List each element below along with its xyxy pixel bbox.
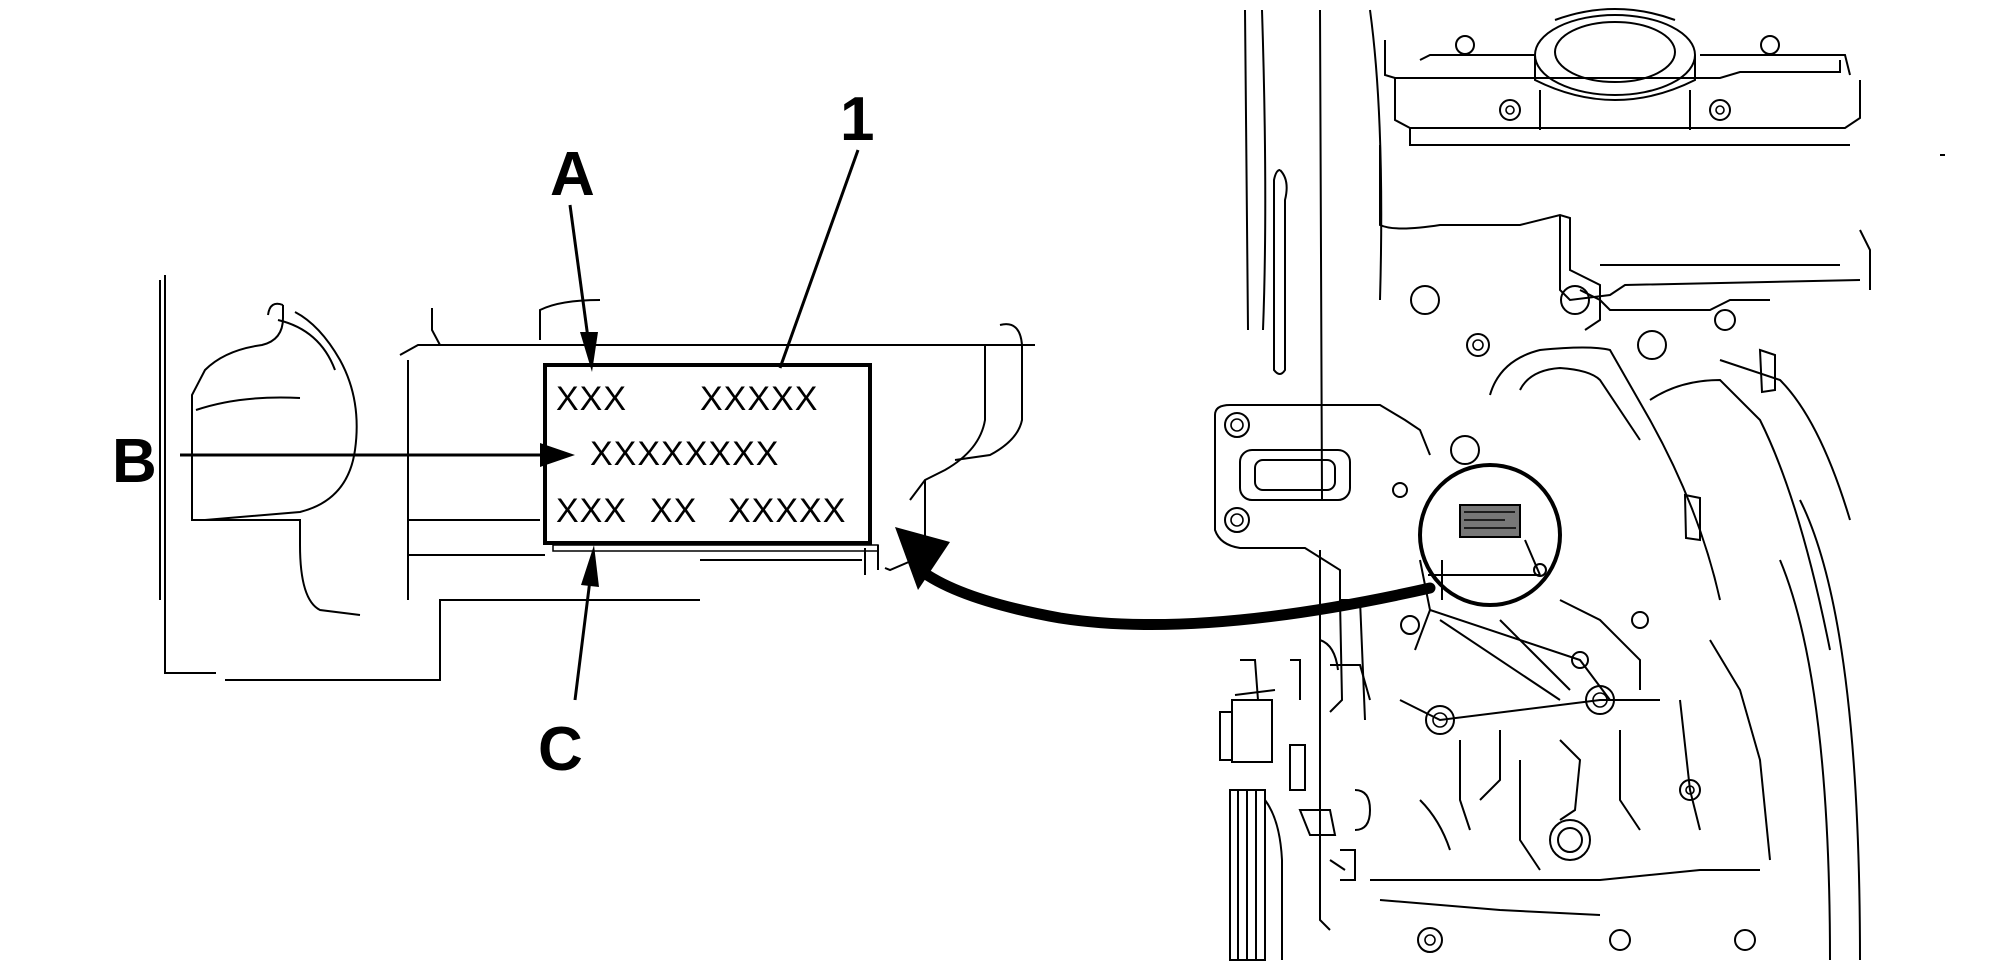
location-arrow — [895, 527, 1436, 631]
callout-b-label: B — [112, 427, 157, 496]
arrowhead-b — [540, 443, 575, 467]
plate-line3-c: XXXXX — [728, 492, 846, 530]
plate-line2: XXXXXXXX — [590, 435, 779, 473]
engine-illustration — [1214, 8, 1945, 961]
callout-1-label: 1 — [840, 85, 874, 154]
identification-plate: XXX XXXXX XXXXXXXX XXX XX XXXXX — [543, 363, 879, 552]
plate-line3-a: XXX — [556, 492, 627, 530]
plate-line1-left: XXX — [556, 380, 627, 418]
callout-a-label: A — [550, 140, 595, 209]
leader-lines — [180, 149, 860, 701]
plate-location-marker — [1459, 504, 1521, 538]
arrowhead-a — [580, 332, 598, 372]
arrowhead-c — [581, 545, 599, 587]
callout-c-label: C — [538, 715, 583, 784]
plate-line1-right: XXXXX — [700, 380, 818, 418]
plate-line3-b: XX — [650, 492, 697, 530]
detail-view — [159, 275, 1035, 681]
location-arrowhead — [895, 527, 950, 590]
